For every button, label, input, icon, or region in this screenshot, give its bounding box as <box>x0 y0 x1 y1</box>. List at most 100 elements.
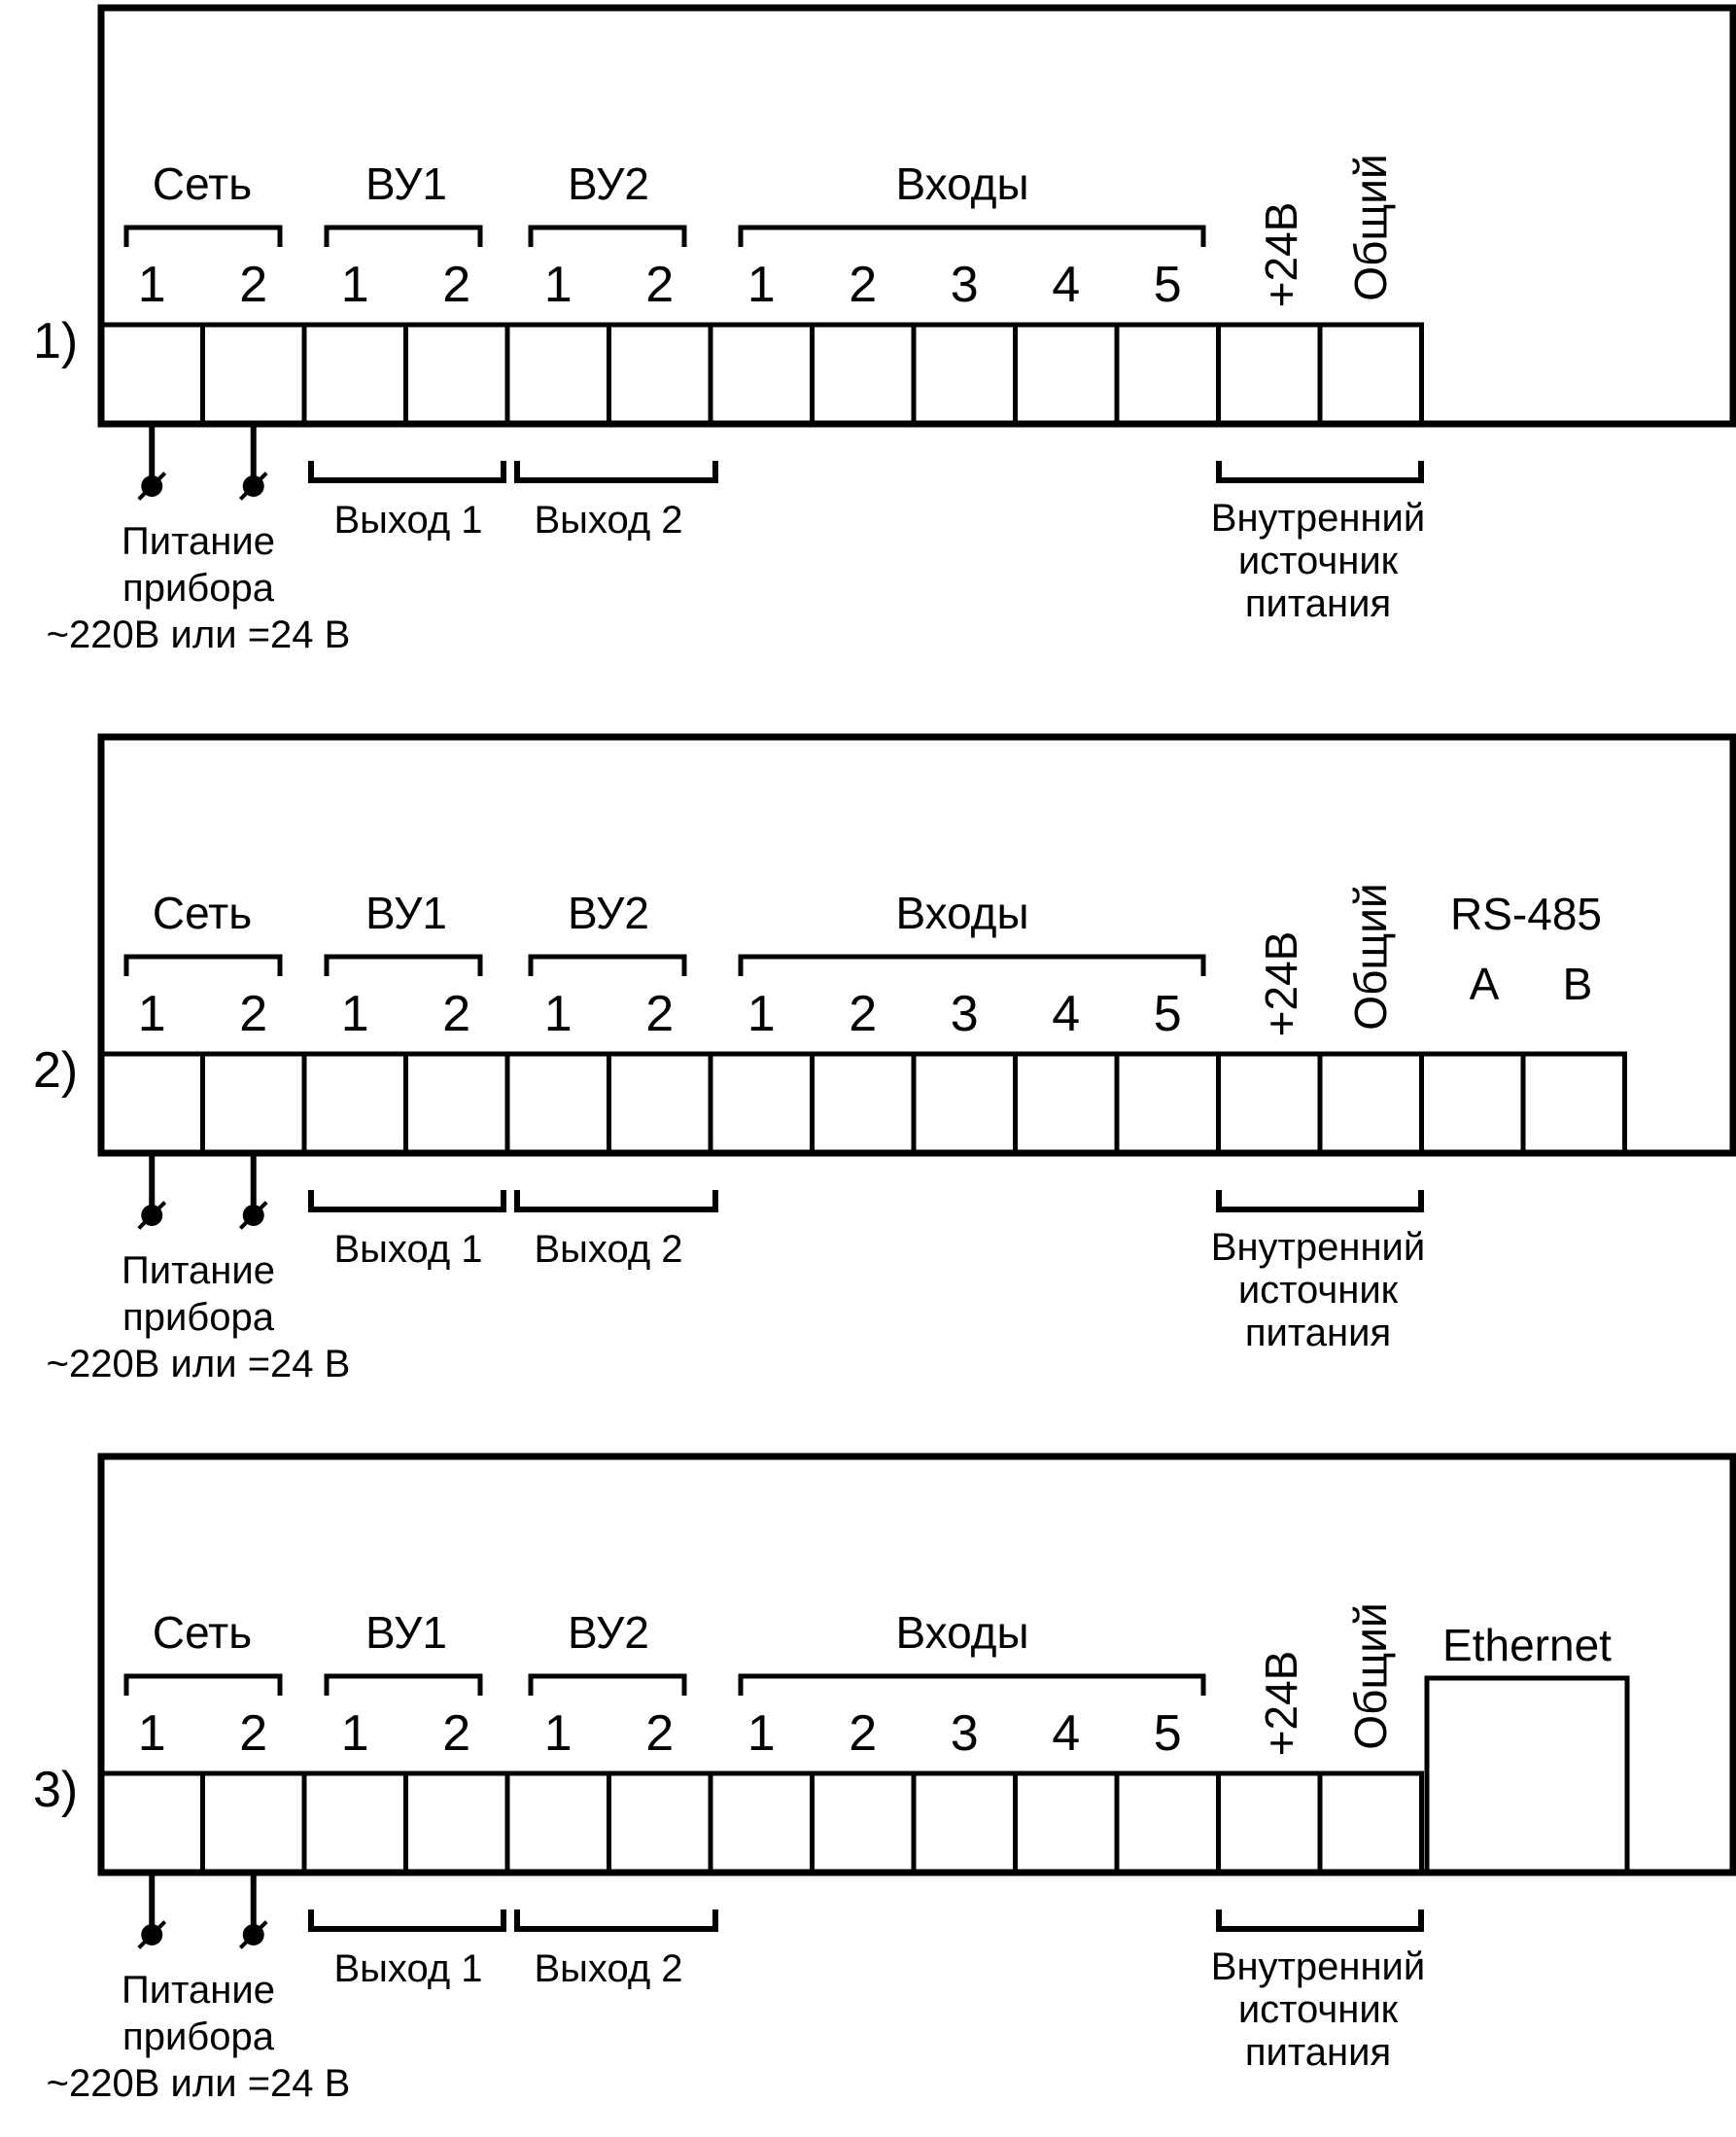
internal-supply-label-line3: питания <box>1245 2031 1391 2074</box>
group-label-vu1: ВУ1 <box>365 888 447 938</box>
terminal-cell <box>1317 322 1424 427</box>
pin-number-input: 1 <box>747 1705 776 1762</box>
group-label-vu2: ВУ2 <box>568 1607 649 1658</box>
bracket-out1 <box>308 1190 506 1212</box>
pin-number-vu2: 2 <box>645 257 674 313</box>
bracket-vu1 <box>324 1673 483 1696</box>
internal-supply-label-line3: питания <box>1245 582 1391 625</box>
terminal-cell <box>1114 322 1221 427</box>
terminal-cell <box>1114 1051 1221 1156</box>
group-label-inputs: Входы <box>895 1607 1028 1658</box>
terminal-cell <box>301 1051 408 1156</box>
internal-supply-label-line2: источник <box>1238 540 1399 582</box>
pin-number-input: 4 <box>1052 1705 1080 1762</box>
terminal-cell <box>810 322 917 427</box>
pin-number-vu1: 1 <box>341 257 369 313</box>
terminal-cell <box>911 1051 1018 1156</box>
bracket-vu2 <box>528 1673 687 1696</box>
label-out2: Выход 2 <box>534 1947 682 1990</box>
terminal-cell <box>504 1051 611 1156</box>
terminal-cell <box>200 1770 307 1875</box>
label-out2: Выход 2 <box>534 499 682 542</box>
internal-supply-label-line1: Внутренний <box>1211 1945 1425 1988</box>
pin-number-set: 1 <box>138 257 166 313</box>
label-plus24: +24В <box>1256 931 1306 1037</box>
terminal-cell <box>810 1051 917 1156</box>
label-plus24: +24В <box>1256 202 1306 308</box>
pin-number-input: 5 <box>1154 257 1182 313</box>
bracket-internal-supply <box>1216 461 1424 483</box>
bracket-out1 <box>308 461 506 483</box>
terminal-cell <box>200 1051 307 1156</box>
variant-number: 3) <box>33 1762 78 1818</box>
power-terminal-slash <box>137 1201 167 1230</box>
bracket-inputs <box>738 225 1206 247</box>
pin-number-set: 1 <box>138 986 166 1042</box>
group-label-set: Сеть <box>153 158 252 209</box>
terminal-cell <box>607 1051 713 1156</box>
bracket-internal-supply <box>1216 1909 1424 1932</box>
terminal-cell <box>403 322 510 427</box>
ethernet-label: Ethernet <box>1442 1620 1612 1670</box>
group-label-vu1: ВУ1 <box>365 158 447 209</box>
terminal-cell <box>98 1051 205 1156</box>
bracket-vu2 <box>528 225 687 247</box>
group-label-set: Сеть <box>153 1607 252 1658</box>
label-common: Общий <box>1345 154 1396 300</box>
pin-number-input: 5 <box>1154 986 1182 1042</box>
bracket-vu1 <box>324 225 483 247</box>
pin-number-vu2: 1 <box>544 1705 573 1762</box>
terminal-cell <box>403 1770 510 1875</box>
pin-number-input: 2 <box>849 257 877 313</box>
pin-number-set: 1 <box>138 1705 166 1762</box>
group-label-set: Сеть <box>153 888 252 938</box>
bracket-inputs <box>738 1673 1206 1696</box>
power-label-line3: ~220В или =24 В <box>47 2062 351 2105</box>
power-label-line1: Питание <box>122 520 275 563</box>
pin-number-vu1: 1 <box>341 1705 369 1762</box>
pin-number-vu1: 1 <box>341 986 369 1042</box>
power-label-line3: ~220В или =24 В <box>47 613 351 656</box>
group-label-inputs: Входы <box>895 158 1028 209</box>
terminal-cell <box>708 322 815 427</box>
terminal-cell <box>911 322 1018 427</box>
pin-number-input: 1 <box>747 986 776 1042</box>
pin-number-vu2: 1 <box>544 257 573 313</box>
terminal-cell <box>1419 1051 1526 1156</box>
terminal-cell <box>301 1770 408 1875</box>
pin-number-input: 5 <box>1154 1705 1182 1762</box>
power-terminal-slash <box>238 472 268 501</box>
group-label-vu2: ВУ2 <box>568 158 649 209</box>
pin-number-input: 3 <box>951 986 979 1042</box>
pin-number-input: 1 <box>747 257 776 313</box>
pin-number-set: 2 <box>239 986 267 1042</box>
label-out1: Выход 1 <box>333 499 482 542</box>
terminal-cell <box>708 1051 815 1156</box>
label-common: Общий <box>1345 1602 1396 1749</box>
pin-number-input: 4 <box>1052 986 1080 1042</box>
pin-number-set: 2 <box>239 257 267 313</box>
bracket-out2 <box>514 461 718 483</box>
power-terminal-slash <box>137 1920 167 1949</box>
ethernet-port <box>1424 1675 1630 1875</box>
terminal-cell <box>1114 1770 1221 1875</box>
terminal-cell <box>1013 1770 1120 1875</box>
terminal-cell <box>301 322 408 427</box>
terminal-cell <box>504 322 611 427</box>
group-label-vu1: ВУ1 <box>365 1607 447 1658</box>
pin-number-input: 2 <box>849 1705 877 1762</box>
terminal-cell <box>98 1770 205 1875</box>
bracket-out1 <box>308 1909 506 1932</box>
power-terminal-slash <box>238 1920 268 1949</box>
power-label-line1: Питание <box>122 1969 275 2012</box>
terminal-cell <box>607 1770 713 1875</box>
pin-number-set: 2 <box>239 1705 267 1762</box>
terminal-cell <box>607 322 713 427</box>
bracket-internal-supply <box>1216 1190 1424 1212</box>
terminal-cell <box>1013 1051 1120 1156</box>
power-label-line2: прибора <box>122 2015 275 2058</box>
pin-number-input: 3 <box>951 1705 979 1762</box>
